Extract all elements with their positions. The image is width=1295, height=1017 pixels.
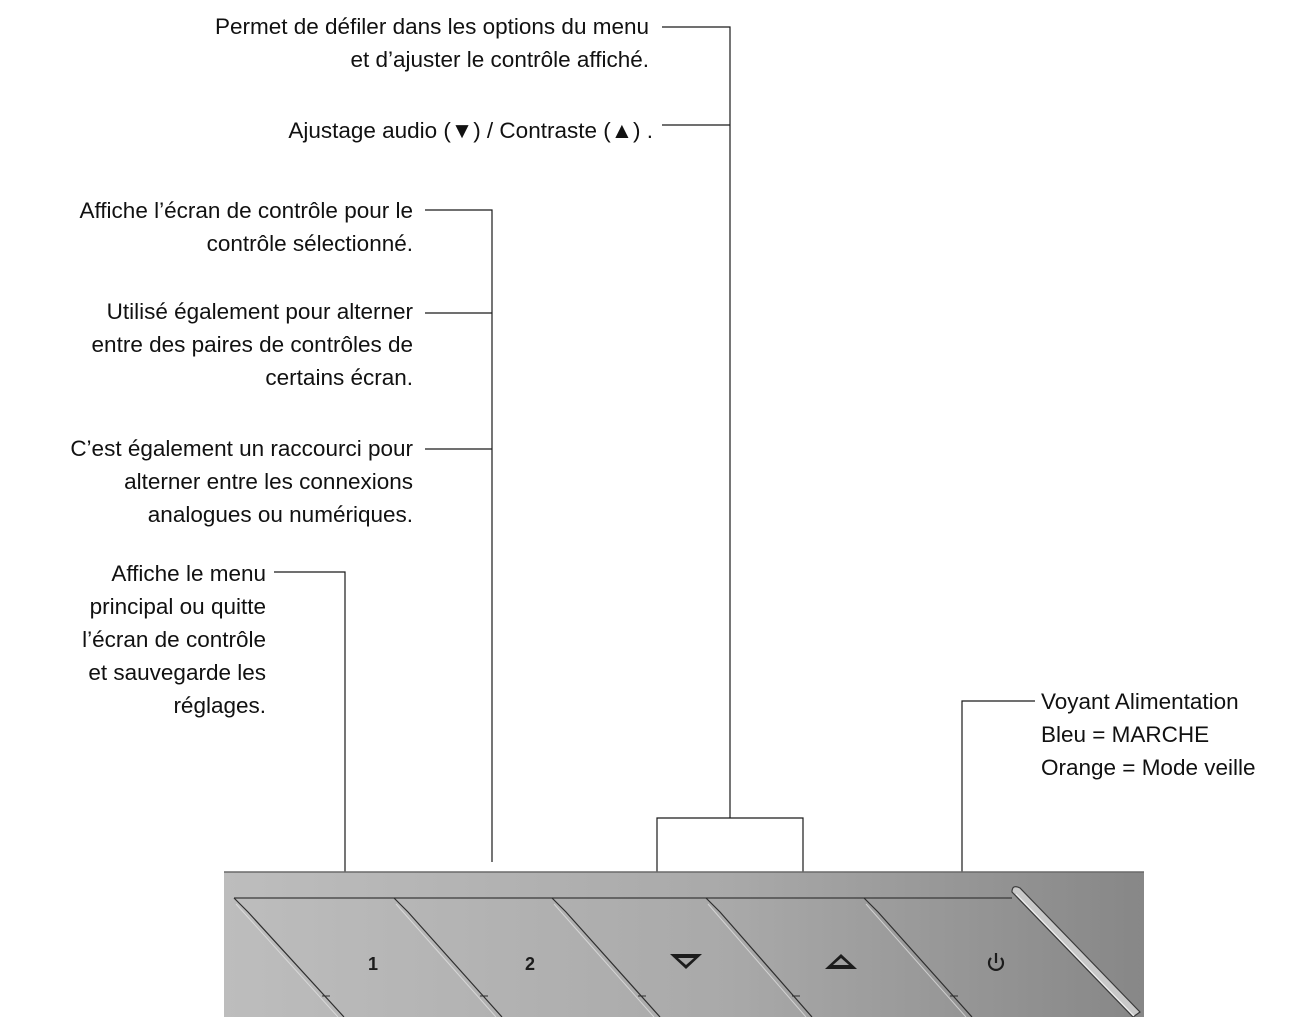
leader-updown (656, 26, 804, 872)
leader-button-1 (274, 571, 346, 872)
leader-power-led (961, 700, 1035, 872)
callout-power-led-line-2: Bleu = MARCHE (1041, 722, 1210, 747)
callout-button2-b: Utilisé également pour alterner entre de… (92, 295, 413, 394)
callout-button2-a: Affiche l’écran de contrôle pour le cont… (79, 194, 413, 260)
leader-button-2 (425, 209, 493, 862)
callout-button2-a-line-2: contrôle sélectionné. (206, 231, 413, 256)
callout-button1-line-2: principal ou quitte (89, 594, 266, 619)
callout-power-led-line-3: Orange = Mode veille (1041, 755, 1256, 780)
callout-power-led-line-1: Voyant Alimentation (1041, 689, 1239, 714)
callout-button2-b-line-2: entre des paires de contrôles de (91, 332, 413, 357)
callout-scroll: Permet de défiler dans les options du me… (215, 10, 649, 76)
button-2-label: 2 (525, 954, 535, 974)
callout-power-led: Voyant Alimentation Bleu = MARCHE Orange… (1041, 685, 1256, 784)
callout-button2-b-line-3: certains écran. (265, 365, 413, 390)
button-1-label: 1 (368, 954, 378, 974)
callout-button2-c: C’est également un raccourci pour altern… (70, 432, 413, 531)
callout-button2-a-line-1: Affiche l’écran de contrôle pour le (79, 198, 413, 223)
callout-scroll-line-2: et d’ajuster le contrôle affiché. (350, 47, 649, 72)
callout-button1-line-1: Affiche le menu (111, 561, 266, 586)
triangle-down-icon[interactable] (670, 954, 702, 969)
callout-button2-c-line-2: alterner entre les connexions (124, 469, 413, 494)
control-panel (224, 871, 1144, 1017)
power-icon[interactable] (987, 953, 1005, 971)
callout-button1: Affiche le menu principal ou quitte l’éc… (82, 557, 266, 722)
callout-button1-line-3: l’écran de contrôle (82, 627, 266, 652)
callout-button2-c-line-1: C’est également un raccourci pour (70, 436, 413, 461)
callout-button1-line-5: réglages. (173, 693, 266, 718)
triangle-up-icon[interactable] (825, 954, 857, 969)
callout-button2-b-line-1: Utilisé également pour alterner (106, 299, 413, 324)
callout-audio-contrast-line-1: Ajustage audio (▼) / Contraste (▲) . (288, 118, 653, 143)
callout-button1-line-4: et sauvegarde les (88, 660, 266, 685)
callout-button2-c-line-3: analogues ou numériques. (147, 502, 413, 527)
callout-scroll-line-1: Permet de défiler dans les options du me… (214, 14, 649, 39)
callout-audio-contrast: Ajustage audio (▼) / Contraste (▲) . (288, 114, 653, 147)
